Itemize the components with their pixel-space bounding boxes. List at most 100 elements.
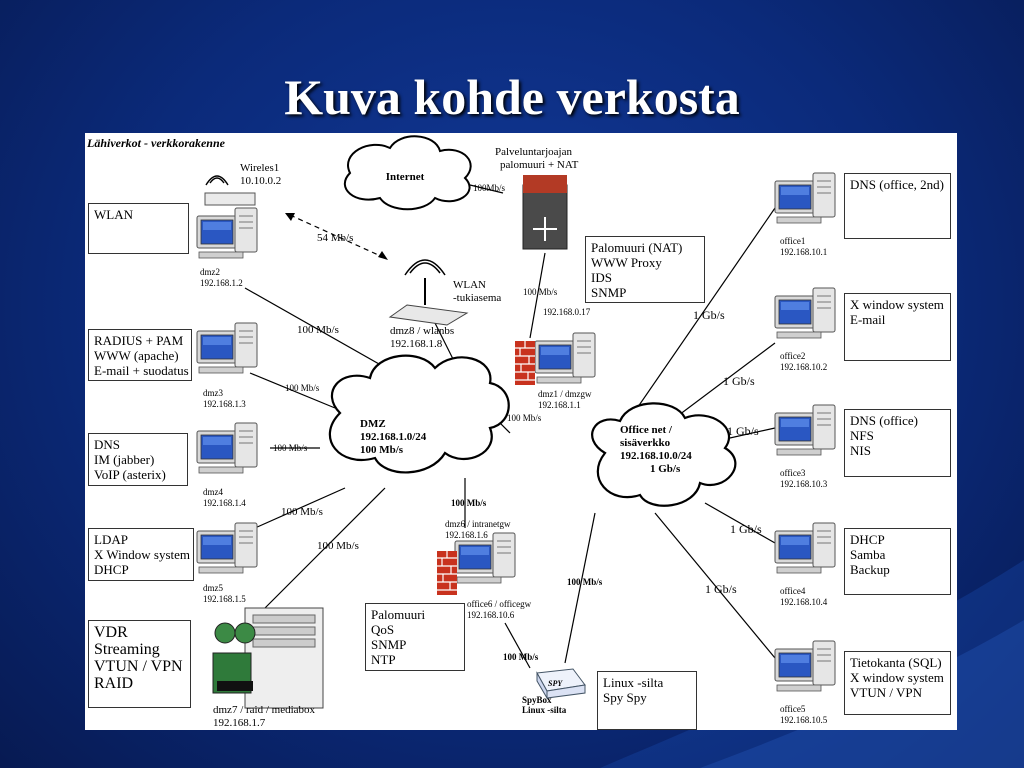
arrow-head (378, 251, 388, 260)
dmz3-computer-icon (196, 322, 258, 374)
office5-name: office5 (780, 704, 806, 714)
dmz-cloud (328, 354, 510, 474)
radius-box: RADIUS + PAM WWW (apache) E-mail + suoda… (88, 329, 192, 381)
server-icon (244, 607, 324, 709)
office1-computer-icon (774, 172, 836, 224)
wireless-name: Wireles1 (240, 162, 279, 174)
link-label-dmz2: 100 Mb/s (297, 324, 339, 336)
wireless-ip: 10.10.0.2 (240, 175, 281, 187)
office4-name: office4 (780, 586, 806, 596)
link-label-office-spy: 100 Mb/s (567, 577, 603, 587)
link-label-office1: 1 Gb/s (693, 308, 725, 322)
dmz7-name: dmz7 / raid / mediabox (213, 704, 316, 716)
office6-computer-icon (454, 532, 516, 584)
office4-ip: 192.168.10.4 (780, 597, 828, 607)
wireless-antenna-icon (204, 175, 256, 206)
office3-name: office3 (780, 468, 806, 478)
office5-box: Tietokanta (SQL) X window system VTUN / … (844, 651, 951, 715)
wlan-ap-name: WLAN (453, 279, 486, 291)
dmz8-ip: 192.168.1.8 (390, 338, 443, 350)
firewall-icon (523, 175, 567, 193)
office2-box: X window system E-mail (844, 293, 951, 361)
slide-title: Kuva kohde verkosta (284, 69, 740, 125)
dmz-label-1: DMZ (360, 418, 386, 430)
link-label-dmz3: 100 Mb/s (285, 383, 320, 393)
office6-name: office6 / officegw (467, 599, 532, 609)
spybox-icon (536, 668, 586, 700)
office4-computer-icon (774, 522, 836, 574)
dns-im-box: DNS IM (jabber) VoIP (asterix) (88, 433, 188, 486)
provider-label-2: palomuuri + NAT (500, 159, 579, 171)
dmz4-name: dmz4 (203, 487, 223, 497)
link-label-office2: 1 Gb/s (723, 374, 755, 388)
link-label-54: 54 Mb/s (317, 232, 353, 244)
dmz4-computer-icon (196, 422, 258, 474)
internet-label: Internet (386, 171, 425, 183)
link-label-dmz1: 100 Mb/s (507, 413, 542, 423)
link-label-dmz5: 100 Mb/s (281, 506, 323, 518)
dmz5-computer-icon (196, 522, 258, 574)
office2-computer-icon (774, 287, 836, 339)
link-label-office5: 1 Gb/s (705, 582, 737, 596)
dmz-label-2: 192.168.1.0/24 (360, 431, 427, 443)
link-label-office6-spy: 100 Mb/s (503, 652, 539, 662)
dmz8-name: dmz8 / wlanbs (390, 325, 454, 337)
dmz1-wan-ip: 192.168.0.17 (543, 307, 591, 317)
dmz-label-3: 100 Mb/s (360, 444, 404, 456)
palomuuri-nat-box: Palomuuri (NAT) WWW Proxy IDS SNMP (585, 236, 705, 303)
office1-name: office1 (780, 236, 805, 246)
spybox-brand-label: SPY (548, 679, 563, 688)
dmz1-computer-icon (534, 332, 596, 384)
dmz1-firewall-icon (514, 340, 536, 386)
dmz7-ip: 192.168.1.7 (213, 717, 266, 729)
router-arrows-icon (533, 217, 557, 241)
link-label-dmz6: 100 Mb/s (451, 498, 487, 508)
palomuuri-box: Palomuuri QoS SNMP NTP (365, 603, 465, 671)
office-label-2: sisäverkko (620, 437, 671, 449)
office-label-3: 192.168.10.0/24 (620, 450, 692, 462)
office6-firewall-icon (436, 550, 458, 596)
vdr-box: VDR Streaming VTUN / VPN RAID (88, 620, 191, 708)
office3-computer-icon (774, 404, 836, 456)
link-label-dmz7: 100 Mb/s (317, 540, 359, 552)
office-label-1: Office net / (620, 424, 673, 436)
office4-box: DHCP Samba Backup (844, 528, 951, 595)
dmz2-name: dmz2 (200, 267, 220, 277)
wlan-box: WLAN (88, 203, 189, 254)
dmz6-name: dmz6 / intranetgw (445, 519, 511, 529)
spybox-sub: Linux -silta (522, 705, 567, 715)
dmz3-ip: 192.168.1.3 (203, 399, 246, 409)
link-label-fw-dmz1: 100 Mb/s (523, 287, 558, 297)
provider-label-1: Palveluntarjoajan (495, 146, 572, 158)
linux-silta-box: Linux -silta Spy Spy (597, 671, 697, 730)
wlan-ap-sub: -tukiasema (453, 292, 501, 304)
link-label-internet: 100Mb/s (473, 183, 506, 193)
network-diagram: Internet DMZ 192.168.1.0/24 100 Mb/s Off… (85, 133, 957, 730)
dmz2-ip: 192.168.1.2 (200, 278, 243, 288)
wlan-access-point-icon (388, 259, 469, 326)
office-cloud (591, 402, 737, 507)
diagram-canvas: Internet DMZ 192.168.1.0/24 100 Mb/s Off… (86, 135, 836, 729)
office6-ip: 192.168.10.6 (467, 610, 515, 620)
office3-box: DNS (office) NFS NIS (844, 409, 951, 477)
dmz6-ip: 192.168.1.6 (445, 530, 488, 540)
ldap-box: LDAP X Window system DHCP (88, 528, 194, 581)
office1-box: DNS (office, 2nd) (844, 173, 951, 239)
diagram-heading: Lähiverkot - verkkorakenne (86, 136, 226, 150)
office5-computer-icon (774, 640, 836, 692)
dmz1-name: dmz1 / dmzgw (538, 389, 592, 399)
office-label-4: 1 Gb/s (650, 463, 681, 475)
internet-cloud (343, 135, 472, 211)
office1-ip: 192.168.10.1 (780, 247, 827, 257)
office2-name: office2 (780, 351, 805, 361)
office2-ip: 192.168.10.2 (780, 362, 827, 372)
link-label-office4: 1 Gb/s (730, 522, 762, 536)
dmz5-name: dmz5 (203, 583, 223, 593)
office3-ip: 192.168.10.3 (780, 479, 828, 489)
media-camera-icon (212, 622, 256, 694)
office5-ip: 192.168.10.5 (780, 715, 828, 725)
dmz5-ip: 192.168.1.5 (203, 594, 246, 604)
dmz3-name: dmz3 (203, 388, 223, 398)
dmz1-ip: 192.168.1.1 (538, 400, 581, 410)
dmz2-computer-icon (196, 207, 258, 259)
